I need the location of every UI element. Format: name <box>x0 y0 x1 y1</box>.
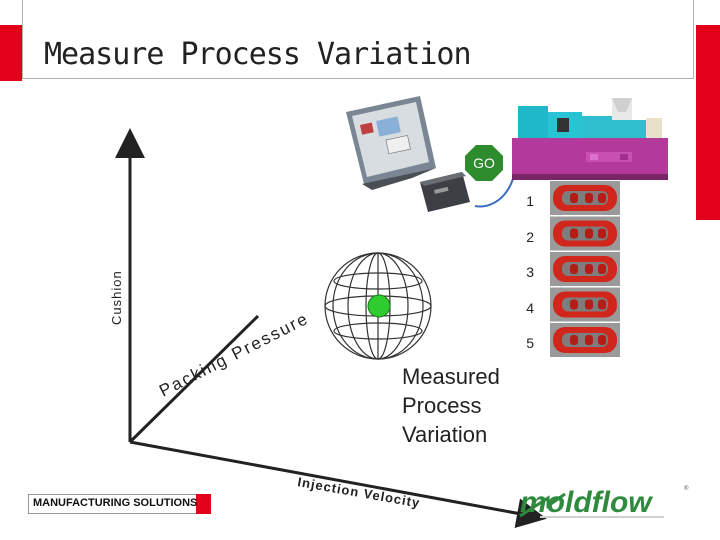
right-accent-bar <box>696 25 720 220</box>
monitor-icon <box>346 96 436 190</box>
part-number-1: 1 <box>526 193 534 209</box>
part-number-3: 3 <box>526 264 534 280</box>
molded-parts <box>550 181 620 357</box>
footer-accent <box>196 494 211 514</box>
part-number-2: 2 <box>526 229 534 245</box>
moldflow-logo: moldflow ® <box>519 485 689 519</box>
velocity-axis <box>129 440 547 529</box>
molded-part-3 <box>550 252 620 286</box>
cushion-axis-label: Cushion <box>109 270 124 325</box>
title-frame <box>22 0 694 79</box>
go-sign: GO <box>465 145 503 181</box>
axes <box>115 128 547 529</box>
molded-part-2 <box>550 216 620 251</box>
measured-line-3: Variation <box>402 422 488 447</box>
injection-machine-icon <box>512 98 668 180</box>
left-accent-bar <box>0 25 22 81</box>
velocity-axis-label: Injection Velocity <box>296 474 421 510</box>
controller-box-icon <box>420 172 470 212</box>
part-number-4: 4 <box>526 300 534 316</box>
go-sign-label: GO <box>473 155 495 171</box>
measured-line-2: Process <box>402 393 482 418</box>
part-number-5: 5 <box>526 335 534 351</box>
pressure-axis <box>128 314 260 444</box>
molded-part-4 <box>550 287 620 322</box>
svg-text:moldflow: moldflow <box>520 486 653 519</box>
molded-part-5 <box>550 323 620 357</box>
footer-label: MANUFACTURING SOLUTIONS <box>33 497 198 509</box>
slide-title: Measure Process Variation <box>44 37 472 72</box>
molded-part-1 <box>550 181 620 215</box>
part-numbers: 1 2 3 4 5 <box>526 193 534 351</box>
measured-line-1: Measured <box>402 364 500 389</box>
pressure-axis-label: Packing Pressure <box>156 309 312 401</box>
measured-point <box>367 294 391 318</box>
measured-process-variation-label: Measured Process Variation <box>402 362 500 449</box>
svg-text:®: ® <box>684 485 689 492</box>
